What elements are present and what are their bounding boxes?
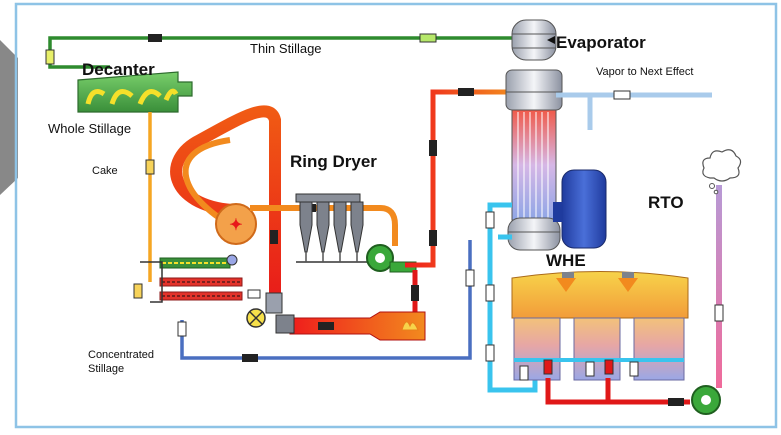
- thin-stillage-line: [45, 33, 512, 69]
- flow-arrow-icon: [177, 321, 187, 337]
- decanter-label: Decanter: [82, 60, 155, 79]
- mixer-conveyor: [133, 254, 261, 303]
- flow-arrow-icon: [45, 49, 55, 65]
- flow-arrow-icon: [133, 283, 143, 299]
- flow-arrow-icon: [318, 322, 334, 330]
- flow-arrow-icon: [242, 354, 258, 362]
- flow-arrow-icon: [485, 284, 495, 302]
- decanter: [77, 71, 193, 113]
- burner: [289, 311, 426, 341]
- exhaust-fan: [691, 385, 721, 415]
- evaporator: [505, 19, 563, 251]
- exhaust-stack: [716, 185, 722, 388]
- concentrated-label-line1: Concentrated: [88, 349, 154, 361]
- concentrated-stillage-line: [180, 240, 472, 360]
- cake-label: Cake: [92, 165, 118, 177]
- thin-stillage-label: Thin Stillage: [250, 41, 322, 56]
- flow-arrow-icon: [419, 33, 437, 43]
- flow-arrow-icon: [270, 230, 278, 244]
- rto-label: RTO: [648, 193, 684, 212]
- flow-arrow-icon: [668, 398, 684, 406]
- pointer-arrow-icon: [547, 36, 555, 44]
- flow-arrow-icon: [411, 285, 419, 301]
- flow-arrow-icon: [458, 88, 474, 96]
- evaporator-label: Evaporator: [556, 33, 646, 52]
- flow-arrow-icon: [465, 269, 475, 287]
- rto-tank: [553, 169, 607, 249]
- whole-stillage-label: Whole Stillage: [48, 121, 131, 136]
- vapor-next-effect-label: Vapor to Next Effect: [596, 66, 693, 78]
- flow-arrow-icon: [485, 344, 495, 362]
- cloud-icon: [702, 149, 742, 182]
- flow-arrow-icon: [485, 211, 495, 229]
- flow-arrow-icon: [613, 90, 631, 100]
- ring-dryer-loop: ✦: [170, 105, 398, 310]
- flow-arrow-icon: [429, 230, 437, 246]
- vapor-to-dryer-line: [405, 89, 512, 268]
- cyclones: [295, 193, 368, 263]
- flow-arrow-icon: [148, 34, 162, 42]
- left-edge-tab: [0, 40, 18, 195]
- dryer-fan: [366, 244, 417, 273]
- concentrated-label-line2: Stillage: [88, 363, 124, 375]
- flow-arrow-icon: [714, 304, 724, 322]
- dryer-inlet: [246, 292, 295, 334]
- whe-label: WHE: [546, 251, 586, 270]
- flow-arrow-icon: [145, 159, 155, 175]
- cooling-loop-line: [487, 202, 538, 393]
- ring-dryer-label: Ring Dryer: [290, 152, 377, 171]
- flow-arrow-icon: [429, 140, 437, 156]
- diagram-border: [14, 2, 778, 429]
- svg-text:✦: ✦: [229, 217, 242, 234]
- whe-unit: [511, 271, 689, 381]
